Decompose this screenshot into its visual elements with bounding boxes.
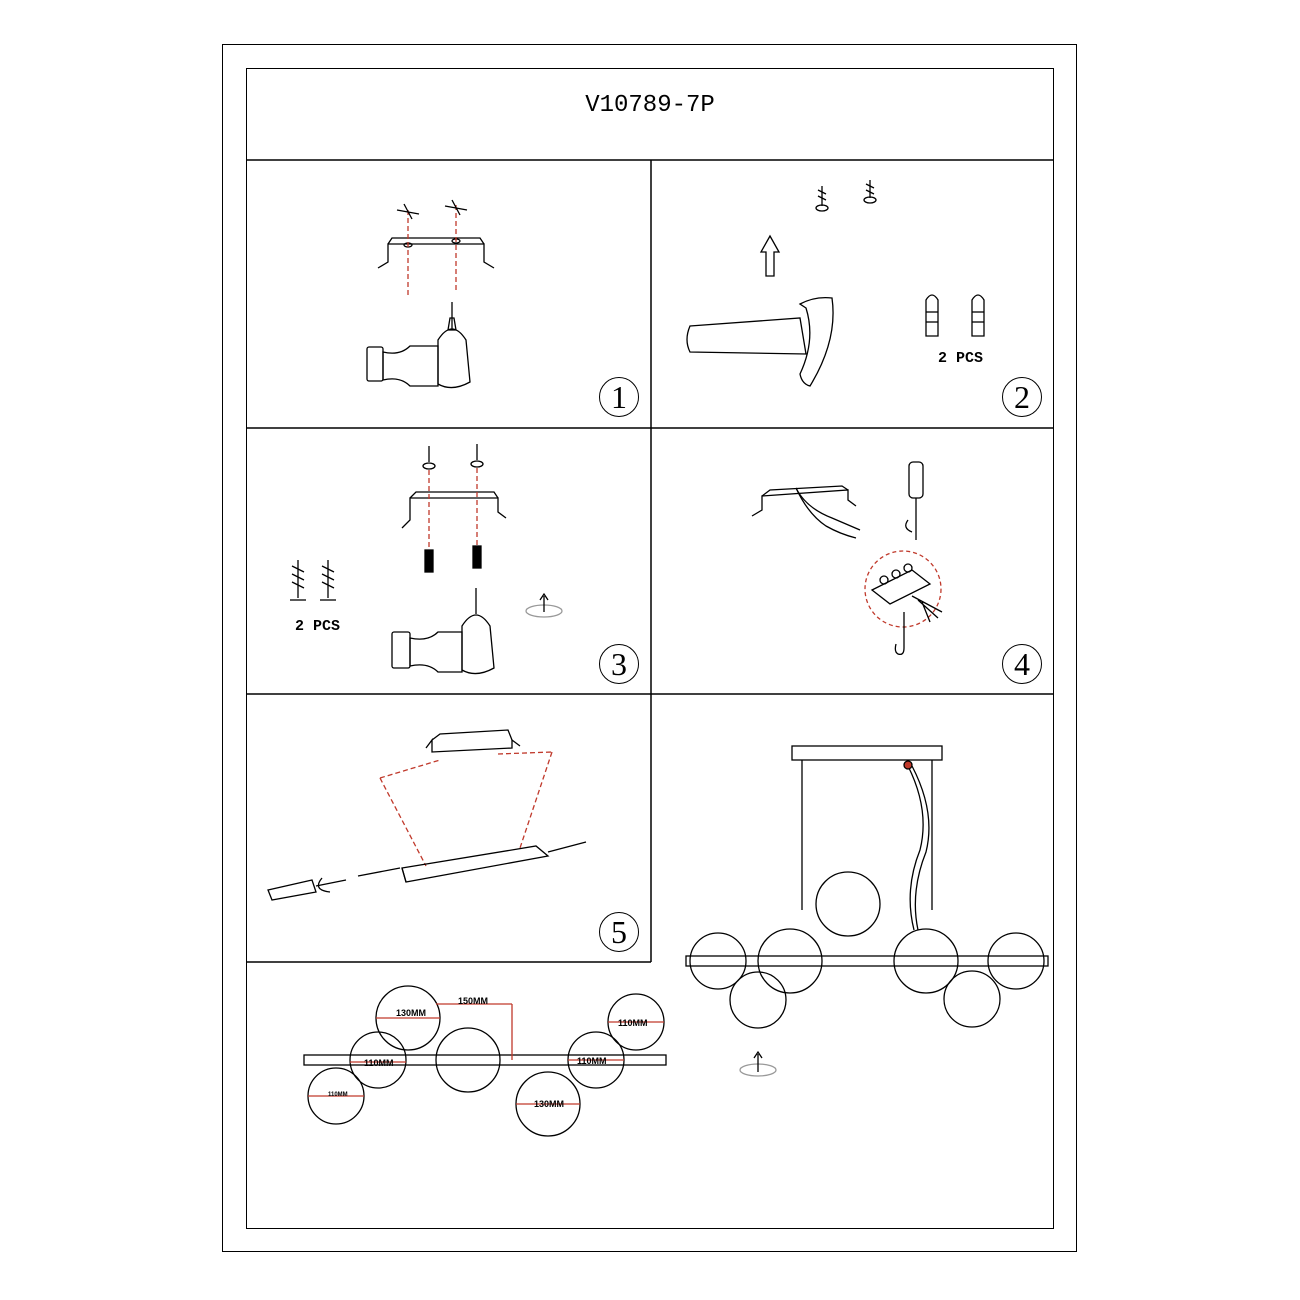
plug-quantity-label: 2 PCS <box>938 350 984 367</box>
panel-5-drawing <box>267 729 587 901</box>
inner-frame <box>246 68 1054 1229</box>
terminal-block-icon <box>870 563 943 623</box>
outer-frame <box>222 44 1077 1252</box>
screw-icon <box>422 444 484 470</box>
panel-grid <box>246 159 1054 963</box>
dimension-label: 150MM <box>458 996 489 1006</box>
dimension-label: 130MM <box>534 1099 565 1109</box>
screw-icon <box>815 180 877 212</box>
dimension-label: 110MM <box>328 1092 348 1098</box>
hook-icon <box>894 612 905 656</box>
up-arrow-icon <box>759 234 781 277</box>
glass-globe-icon <box>689 871 1045 1029</box>
canopy-icon <box>791 745 943 761</box>
dimension-label: 110MM <box>364 1058 394 1068</box>
wall-plug-icon <box>424 545 482 573</box>
drill-guide-lines <box>407 205 457 298</box>
screwdriver-icon <box>267 877 347 901</box>
mounting-bracket-icon <box>377 237 495 269</box>
dimension-lines <box>308 1003 664 1105</box>
screw-icon <box>357 841 587 877</box>
step-number-2: 2 <box>1002 377 1042 417</box>
power-cord-icon <box>907 765 924 931</box>
screwdriver-icon <box>905 461 924 540</box>
model-number: V10789-7P <box>585 92 715 119</box>
dimension-label: 130MM <box>396 1008 427 1018</box>
alignment-guide-lines <box>428 468 478 548</box>
canopy-plate-icon <box>401 845 550 883</box>
drill-icon <box>366 302 471 389</box>
fixture-bar-icon <box>685 955 1049 967</box>
hammer-icon <box>686 296 834 387</box>
step-number-4: 4 <box>1002 644 1042 684</box>
wall-plug-icon <box>925 294 985 337</box>
fixture-drawing <box>685 745 1049 1077</box>
rotate-icon <box>739 1050 777 1077</box>
step-number-5: 5 <box>599 912 639 952</box>
rotate-icon <box>525 592 563 618</box>
panel-3-drawing <box>290 444 563 675</box>
panel-2-drawing <box>686 180 985 387</box>
mounting-bracket-icon <box>425 729 521 753</box>
alignment-guide-lines <box>379 751 553 867</box>
step-number-1: 1 <box>599 377 639 417</box>
glass-globe-icon <box>307 985 665 1137</box>
detail-circle <box>864 550 942 628</box>
step-number-3: 3 <box>599 644 639 684</box>
dimension-label: 110MM <box>618 1018 648 1028</box>
dimension-label: 110MM <box>577 1056 607 1066</box>
wire-icon <box>795 487 861 531</box>
fixture-bar-icon <box>303 1054 667 1066</box>
cross-mark-icon <box>396 199 468 220</box>
mounting-bracket-icon <box>751 485 857 517</box>
screw-quantity-label: 2 PCS <box>295 618 341 635</box>
panel-4-drawing <box>751 461 943 656</box>
dimension-drawing <box>303 985 667 1137</box>
screwdriver-icon <box>391 588 495 675</box>
panel-1-drawing <box>366 199 495 389</box>
mounting-bracket-icon <box>401 491 507 529</box>
long-screw-icon <box>290 560 336 601</box>
